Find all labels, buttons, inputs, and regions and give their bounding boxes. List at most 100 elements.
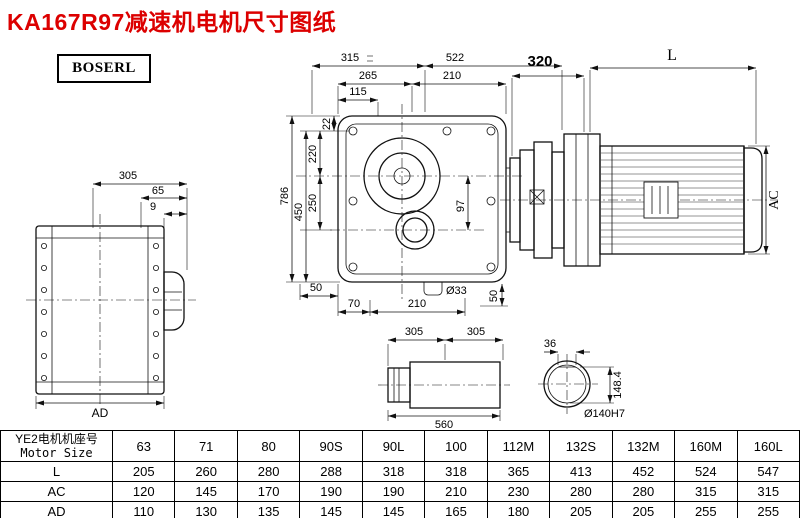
dim-motor-L: L (667, 47, 677, 64)
dim-front-220: 220 (307, 145, 319, 163)
cell: 205 (611, 501, 676, 518)
dim-front-50-right: 50 (488, 290, 500, 302)
cell: 318 (361, 461, 426, 482)
technical-drawing: 305 65 9 AD (26, 47, 782, 430)
col-header: 100 (424, 430, 488, 462)
dim-front-250: 250 (307, 194, 319, 212)
cell: 190 (299, 481, 363, 502)
front-view-dimensions: 315 522 265 210 115 22 220 250 4 (279, 52, 563, 316)
side-view-dimensions: 305 65 9 AD (35, 170, 188, 420)
col-header: 63 (111, 430, 176, 462)
cell: 255 (736, 501, 800, 518)
cell: 145 (361, 501, 426, 518)
dim-side-ad: AD (92, 406, 109, 420)
bore-view (538, 354, 598, 414)
dim-front-210-top: 210 (443, 70, 461, 82)
dim-front-70: 70 (348, 298, 360, 310)
table-row-AD: AD 110 130 135 145 145 165 180 205 205 2… (0, 501, 800, 518)
shaft-dimensions: 305 305 560 (387, 326, 504, 430)
col-header: 132M (611, 430, 676, 462)
motor-frame-label-en: Motor Size (20, 446, 93, 460)
col-header: 160M (674, 430, 738, 462)
table-row-L: L 205 260 280 288 318 318 365 413 452 52… (0, 461, 800, 482)
dim-bore-36: 36 (544, 338, 556, 350)
brand-text: BOSERL (72, 60, 136, 76)
cell: 315 (674, 481, 738, 502)
cell: 280 (549, 481, 613, 502)
dim-shaft-305-a: 305 (405, 326, 423, 338)
cell: 260 (174, 461, 238, 482)
cell: 452 (611, 461, 676, 482)
bore-dimensions: 36 148.4 Ø140H7 (544, 338, 625, 420)
dim-front-97: 97 (455, 200, 467, 212)
page-title: KA167R97减速机电机尺寸图纸 (7, 9, 337, 35)
shaft-view (378, 361, 510, 409)
col-header: 132S (549, 430, 613, 462)
dim-front-450: 450 (293, 203, 305, 221)
table-corner-cell: YE2电机机座号 Motor Size (0, 430, 113, 462)
col-header: 80 (236, 430, 301, 462)
dim-front-265: 265 (359, 70, 377, 82)
motor-size-table: YE2电机机座号 Motor Size 63 71 80 90S 90L 100… (0, 430, 800, 518)
cell: 365 (486, 461, 551, 482)
cell: 280 (611, 481, 676, 502)
cell: 130 (174, 501, 238, 518)
table-row-AC: AC 120 145 170 190 190 210 230 280 280 3… (0, 481, 800, 502)
dim-front-210-bottom: 210 (408, 298, 426, 310)
cell: 413 (549, 461, 613, 482)
cell: 280 (236, 461, 301, 482)
col-header: 90L (361, 430, 426, 462)
motor-frame-label-cn: YE2电机机座号 (15, 432, 98, 446)
dim-motor-320: 320 (527, 53, 552, 70)
cell: 547 (736, 461, 800, 482)
cell: 165 (424, 501, 488, 518)
row-label: L (0, 461, 113, 482)
col-header: 71 (174, 430, 238, 462)
cell: 135 (236, 501, 301, 518)
motor-dimensions: 320 L AC (511, 47, 782, 255)
cell: 210 (424, 481, 488, 502)
gearbox-housing (337, 115, 507, 283)
table-header-row: YE2电机机座号 Motor Size 63 71 80 90S 90L 100… (0, 430, 800, 462)
dim-bore-148: 148.4 (612, 371, 624, 399)
dim-front-786: 786 (279, 187, 291, 205)
cell: 524 (674, 461, 738, 482)
side-view (26, 214, 196, 406)
cell: 170 (236, 481, 301, 502)
cell: 145 (174, 481, 238, 502)
brand-logo: BOSERL (57, 54, 151, 83)
cell: 288 (299, 461, 363, 482)
cell: 255 (674, 501, 738, 518)
cell: 110 (111, 501, 176, 518)
dim-front-22: 22 (321, 118, 333, 130)
dim-bore-label: Ø140H7 (584, 408, 625, 420)
dim-shaft-305-b: 305 (467, 326, 485, 338)
cell: 315 (736, 481, 800, 502)
col-header: 112M (486, 430, 551, 462)
motor-view (500, 133, 778, 267)
cell: 120 (111, 481, 176, 502)
row-label: AC (0, 481, 113, 502)
lower-bore-outer (395, 210, 435, 250)
col-header: 160L (736, 430, 800, 462)
row-label: AD (0, 501, 113, 518)
cell: 205 (111, 461, 176, 482)
dim-side-65: 65 (152, 185, 164, 197)
side-view-bolt-holes (41, 242, 159, 381)
bore-outer-circle (543, 360, 591, 408)
cell: 205 (549, 501, 613, 518)
cell: 318 (424, 461, 488, 482)
dim-front-315: 315 (341, 52, 359, 64)
dim-front-522: 522 (446, 52, 464, 64)
dim-shaft-560: 560 (435, 419, 453, 430)
side-view-output-boss (163, 271, 185, 331)
col-header: 90S (299, 430, 363, 462)
cell: 145 (299, 501, 363, 518)
dim-front-115: 115 (349, 86, 367, 98)
dim-front-50-left: 50 (310, 282, 322, 294)
dim-front-d33: Ø33 (446, 285, 467, 297)
cell: 190 (361, 481, 426, 502)
dim-side-305: 305 (119, 170, 137, 182)
cell: 180 (486, 501, 551, 518)
